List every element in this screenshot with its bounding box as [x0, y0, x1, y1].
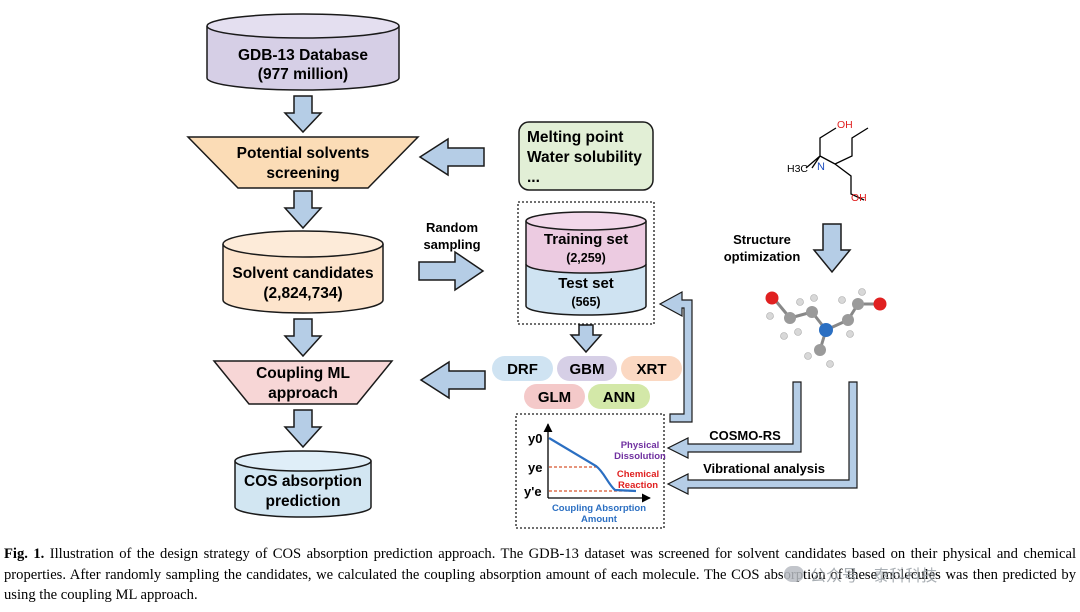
- gdb13-count: (977 million): [258, 66, 348, 83]
- molecule-n: N: [817, 161, 825, 173]
- figure-caption: Fig. 1. Illustration of the design strat…: [4, 544, 1076, 606]
- training-set-label: Training set: [544, 231, 628, 248]
- molecule-3d-model: [765, 288, 887, 368]
- plot-curve: [548, 437, 637, 493]
- model-pill-xrt: [621, 356, 682, 381]
- model-pill-ann: [588, 384, 650, 409]
- cos-prediction-cylinder: COS absorption prediction: [234, 450, 372, 518]
- model-label-xrt: XRT: [637, 361, 667, 378]
- plot-frame: [515, 413, 665, 529]
- feedback-arrow-shape: [658, 290, 693, 423]
- screening-subtitle: screening: [266, 165, 339, 182]
- molecule-h3c: H3C: [787, 163, 808, 175]
- model-label-glm: GLM: [538, 389, 571, 406]
- molecule-skeletal-structure: OH H3C N OH: [787, 119, 869, 204]
- down-arrow-models: [569, 324, 603, 354]
- vibrational-label: Vibrational analysis: [703, 461, 825, 476]
- model-pill-drf: [492, 356, 553, 381]
- molecule-oh-bottom: OH: [851, 192, 867, 204]
- screening-title: Potential solvents: [237, 145, 370, 162]
- wechat-logo-icon: [784, 566, 804, 582]
- coupling-ml-title: Coupling ML: [256, 365, 350, 382]
- gdb13-database-cylinder: GDB-13 Database (977 million): [206, 13, 400, 91]
- model-label-drf: DRF: [507, 361, 538, 378]
- property-ellipsis: ...: [527, 169, 540, 186]
- plot-physical-line1: Physical: [621, 440, 660, 451]
- model-label-gbm: GBM: [570, 361, 605, 378]
- plot-ye2-label: y'e: [524, 484, 542, 499]
- cos-subtitle: prediction: [266, 493, 341, 510]
- plot-chemical-line2: Reaction: [618, 480, 658, 491]
- down-arrow-2: [283, 190, 323, 230]
- coupling-ml-trapezoid: Coupling ML approach: [212, 360, 394, 405]
- strategy-diagram: GDB-13 Database (977 million) Potential …: [186, 13, 887, 529]
- molecule-oh-top: OH: [837, 119, 853, 131]
- cos-title: COS absorption: [244, 473, 362, 490]
- plot-chemical-line1: Chemical: [617, 469, 659, 480]
- dataset-frame: [517, 201, 655, 325]
- gdb13-title: GDB-13 Database: [238, 47, 368, 64]
- watermark: 公众号 · 泰科科技: [784, 562, 937, 586]
- cosmo-rs-arrow: [666, 381, 802, 459]
- candidates-title: Solvent candidates: [232, 265, 373, 282]
- cosmo-rs-label: COSMO-RS: [709, 428, 781, 443]
- right-arrow-sampling: [418, 250, 485, 292]
- screening-trapezoid: Potential solvents screening: [186, 136, 420, 189]
- caption-figure-number: Fig. 1.: [4, 546, 45, 562]
- properties-box: Melting point Water solubility ...: [518, 121, 654, 191]
- model-label-ann: ANN: [603, 389, 636, 406]
- caption-text: Illustration of the design strategy of C…: [4, 546, 1076, 603]
- watermark-text: 公众号 · 泰科科技: [810, 566, 938, 585]
- plot-physical-line2: Dissolution: [614, 451, 666, 462]
- vibrational-arrow: [666, 381, 858, 495]
- plot-x-label-line2: Amount: [581, 514, 618, 525]
- property-water-solubility: Water solubility: [527, 149, 642, 166]
- structure-opt-line1: Structure: [733, 232, 791, 247]
- plot-x-label-line1: Coupling Absorption: [552, 503, 646, 514]
- random-sampling-line2: sampling: [423, 237, 480, 252]
- dataset-cylinder: Training set (2,259) Test set (565): [525, 211, 647, 316]
- training-set-count: (2,259): [566, 251, 606, 265]
- left-arrow-properties: [418, 137, 485, 177]
- random-sampling-line1: Random: [426, 220, 478, 235]
- test-set-label: Test set: [558, 275, 614, 292]
- plot-y0-label: y0: [528, 431, 542, 446]
- property-melting-point: Melting point: [527, 129, 623, 146]
- down-arrow-1: [283, 95, 323, 134]
- coupling-ml-subtitle: approach: [268, 385, 338, 402]
- model-pill-gbm: [557, 356, 617, 381]
- down-arrow-4: [283, 409, 323, 449]
- model-pills: DRF GBM XRT GLM ANN: [492, 356, 682, 409]
- candidates-count: (2,824,734): [263, 285, 342, 302]
- down-arrow-3: [283, 318, 323, 358]
- plot-ye-label: ye: [528, 460, 542, 475]
- structure-opt-line2: optimization: [724, 249, 801, 264]
- model-pill-glm: [524, 384, 585, 409]
- solvent-candidates-cylinder: Solvent candidates (2,824,734): [222, 230, 384, 314]
- test-set-count: (565): [571, 295, 600, 309]
- left-arrow-models: [419, 360, 486, 400]
- down-arrow-structure: [812, 223, 852, 274]
